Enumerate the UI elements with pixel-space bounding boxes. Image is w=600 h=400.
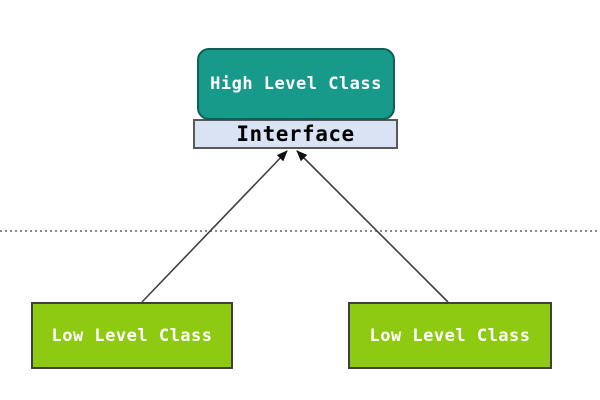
node-interface-label: Interface — [236, 122, 355, 146]
node-low-level-class-left-label: Low Level Class — [51, 325, 213, 346]
node-high-level-class: High Level Class — [197, 48, 395, 120]
node-low-level-class-left: Low Level Class — [31, 302, 233, 369]
node-high-level-class-label: High Level Class — [210, 74, 382, 94]
node-low-level-class-right-label: Low Level Class — [369, 325, 531, 346]
dependency-arrow-left — [141, 150, 288, 303]
node-low-level-class-right: Low Level Class — [348, 302, 552, 369]
dependency-arrow-right — [296, 150, 449, 303]
node-interface: Interface — [193, 119, 398, 149]
